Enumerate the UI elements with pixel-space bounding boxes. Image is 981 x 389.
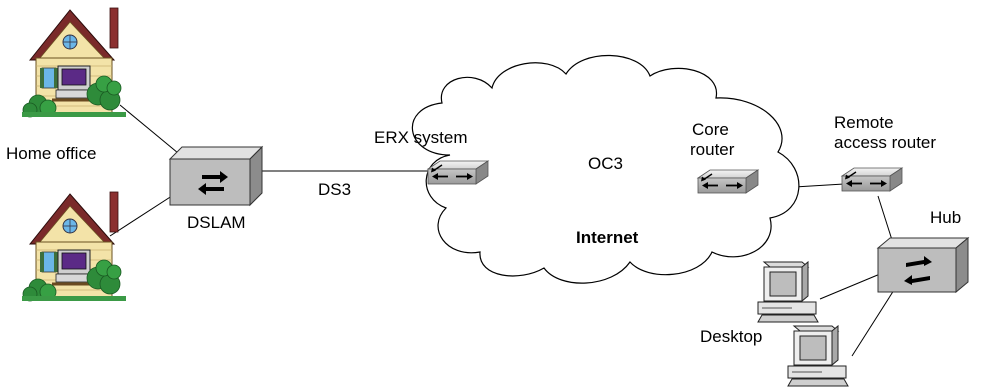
remote-access-router-icon	[841, 167, 903, 192]
desktop-label: Desktop	[700, 327, 763, 346]
hub-label: Hub	[930, 208, 962, 227]
dslam-switch-icon	[168, 145, 264, 207]
oc3-label: OC3	[588, 154, 623, 173]
erx-router-icon	[427, 160, 489, 185]
link-house2-dslam	[109, 191, 179, 237]
internet-cloud-icon	[412, 54, 800, 284]
house-icon	[20, 190, 128, 303]
link-house1-dslam	[119, 104, 179, 154]
core-router-label-line2: router	[690, 140, 735, 159]
hub-icon	[876, 236, 970, 294]
desktop-computer-icon	[757, 261, 819, 323]
core-router-label-line1: Core	[692, 120, 729, 139]
ds3-label: DS3	[318, 180, 352, 199]
link-remote-hub	[877, 195, 893, 241]
dslam-label: DSLAM	[187, 213, 246, 232]
house-icon	[20, 6, 128, 119]
link-hub-desktop2	[851, 289, 895, 357]
link-hub-desktop1	[819, 273, 881, 300]
internet-label: Internet	[576, 228, 639, 247]
desktop-computer-icon	[787, 325, 849, 387]
erx-system-label: ERX system	[374, 128, 468, 147]
core-router-icon	[697, 169, 759, 194]
home-office-label: Home office	[6, 144, 97, 163]
remote-router-label-line1: Remote	[834, 113, 894, 132]
remote-router-label-line2: access router	[834, 133, 937, 152]
